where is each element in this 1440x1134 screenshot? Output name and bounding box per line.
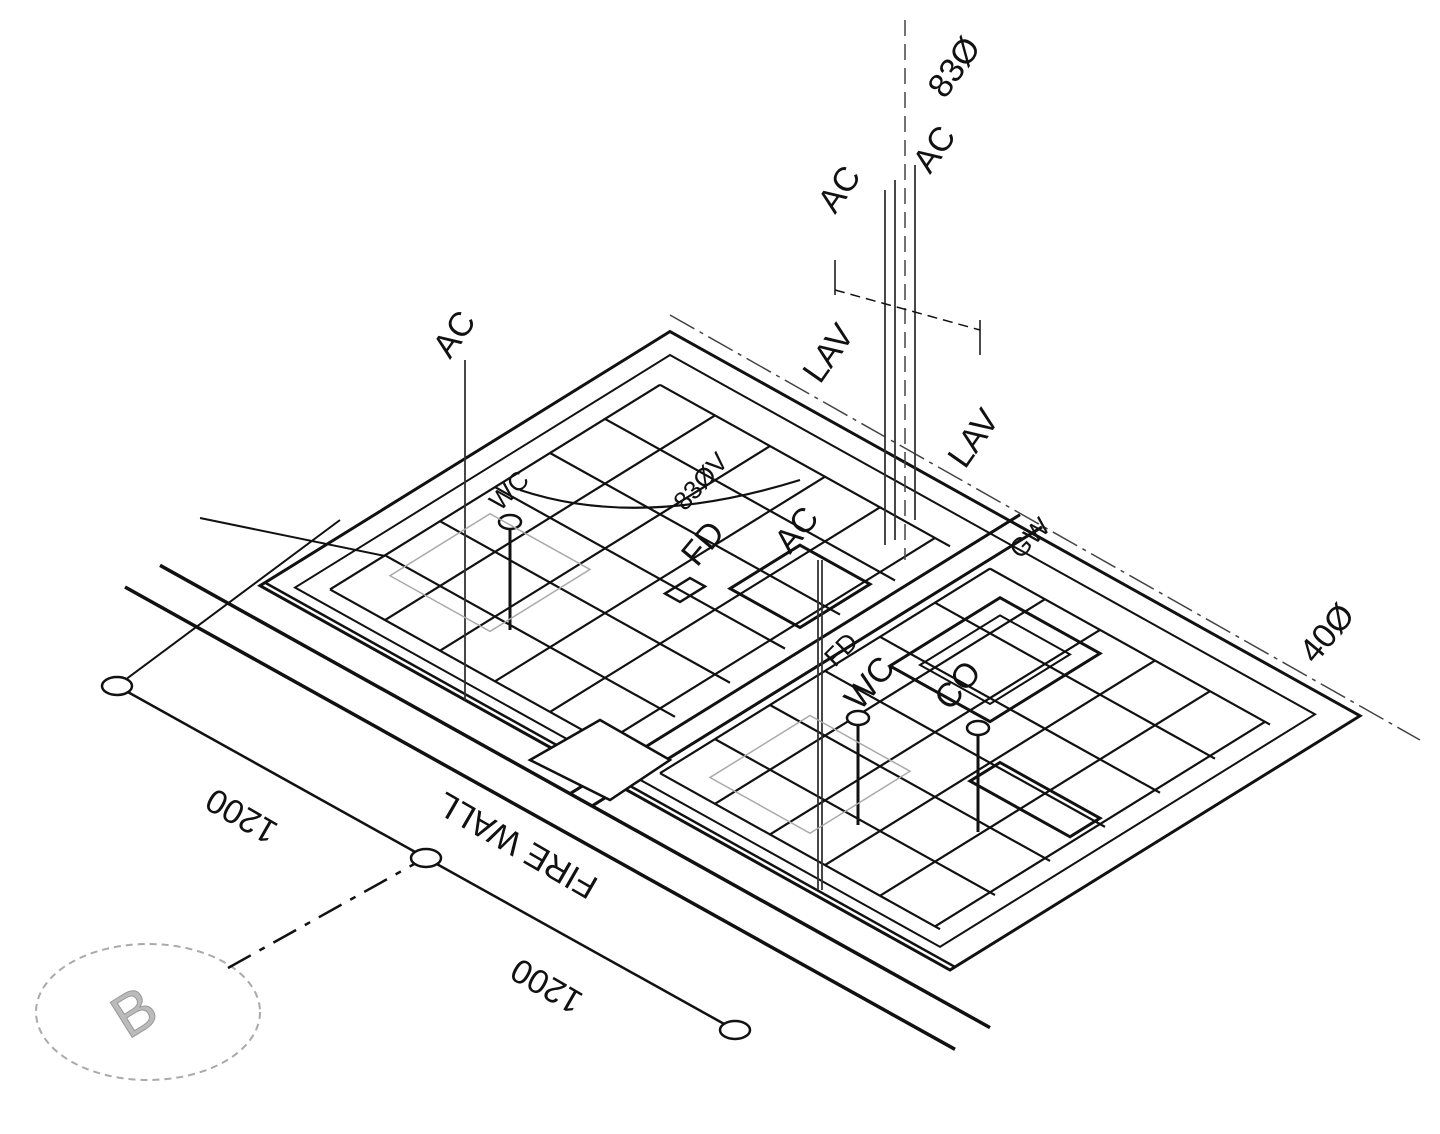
door-swing-arc <box>519 478 801 509</box>
tile-grid-room-1 <box>549 452 841 616</box>
tile-grid-room-1 <box>384 554 676 718</box>
faint-fixture-outline <box>708 714 912 835</box>
floor-drain-box <box>662 576 708 604</box>
label-pipe-40: 40Ø <box>1292 596 1362 670</box>
tile-grid-room-2 <box>769 704 1051 862</box>
grid-bubble-b <box>35 943 261 1081</box>
tile-grid-room-2 <box>879 635 1161 794</box>
pipe-40-line <box>669 314 1421 741</box>
fixture-outlet-symbol <box>497 513 523 531</box>
dim-node <box>718 1019 752 1041</box>
tile-grid-room-2 <box>659 772 941 931</box>
label-fire-wall: FIRE WALL <box>431 784 604 906</box>
floor-drain-ac <box>727 543 873 630</box>
fire-wall-line <box>159 563 991 1030</box>
label-co: CO <box>927 654 989 717</box>
tile-grid-room-1 <box>604 417 896 582</box>
tile-grid-room-1 <box>494 486 786 650</box>
faint-fixture-outline <box>388 512 592 633</box>
fixture-outlet-symbol <box>965 719 991 737</box>
label-dim-1: 1200 <box>199 780 284 851</box>
wall-block <box>527 718 673 802</box>
label-stack-ac-left: AC <box>810 159 868 219</box>
dim-node <box>409 847 443 869</box>
vent-branch <box>834 289 981 331</box>
tile-grid-room-2 <box>714 738 996 897</box>
label-vent: 83ØV <box>667 446 734 516</box>
label-fd-2: FD <box>818 627 864 673</box>
tile-grid-room-1 <box>329 588 621 752</box>
bench-fixture <box>967 760 1103 839</box>
dimension-extension <box>116 519 341 687</box>
slab-outline <box>257 329 1363 972</box>
label-ac-floor: AC <box>767 500 826 561</box>
shower-tray-inner <box>918 614 1072 706</box>
tile-grid-room-1 <box>439 520 731 684</box>
tile-grid-room-2 <box>824 669 1106 828</box>
label-riser-ac: AC <box>425 304 483 364</box>
fire-wall-line <box>124 585 956 1051</box>
grid-line-b <box>227 856 426 970</box>
grid-ref-label: B <box>99 973 168 1051</box>
tile-grid-room-2 <box>989 567 1271 726</box>
label-lav-2: LAV <box>940 402 1007 475</box>
tile-grid-room-1 <box>659 383 951 548</box>
label-top-pipe: 83Ø <box>920 30 988 104</box>
tile-grid-room-2 <box>934 601 1216 760</box>
label-dim-2: 1200 <box>504 950 589 1021</box>
shower-tray <box>887 595 1103 724</box>
dim-node <box>100 675 134 697</box>
label-wc-left: WC <box>483 464 535 516</box>
fixture-outlet-symbol <box>845 709 871 727</box>
label-lav-1: LAV <box>795 317 862 390</box>
leader-arrow <box>199 517 386 557</box>
slab-inner-outline <box>293 353 1317 948</box>
